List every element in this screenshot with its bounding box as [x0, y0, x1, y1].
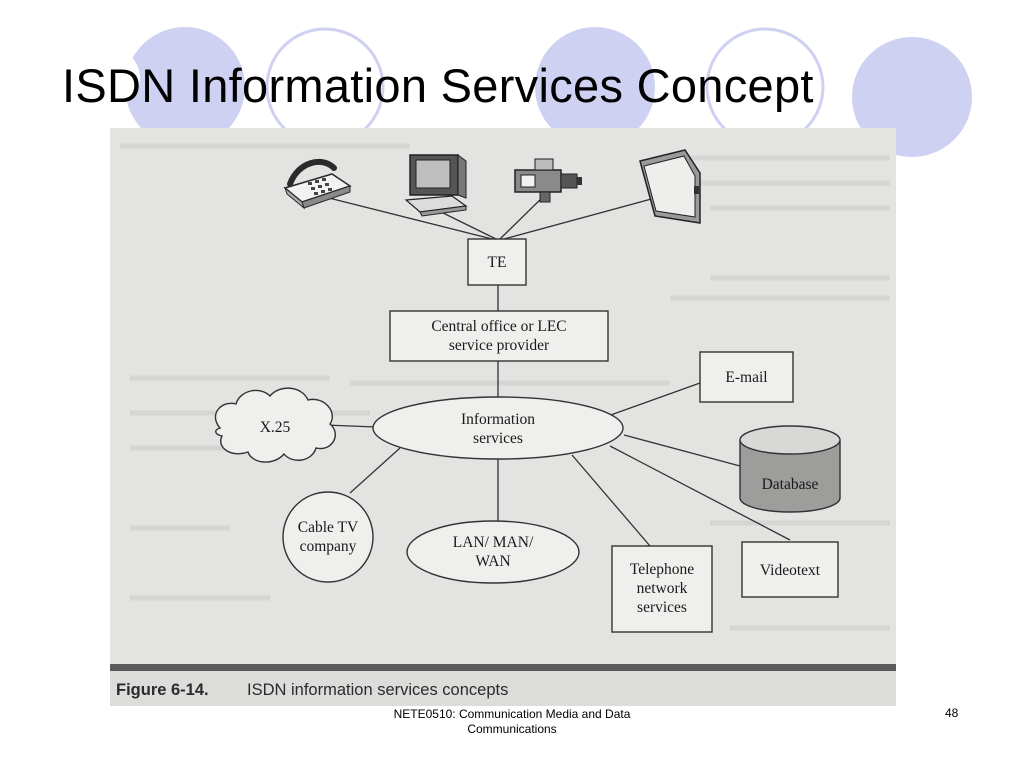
video-camera-icon — [514, 158, 582, 203]
telephone-icon — [283, 158, 352, 210]
figure-caption-text: ISDN information services concepts — [247, 681, 509, 699]
figure-caption: Figure 6-14. ISDN information services c… — [110, 664, 896, 706]
central-office-box — [389, 310, 609, 362]
x25-label: X.25 — [259, 419, 291, 436]
figure-caption-number: Figure 6-14. — [116, 681, 209, 699]
diagram-graphic — [120, 143, 890, 633]
telephone-network-box — [611, 545, 713, 633]
figure-scan: TE Central office or LEC service provide… — [110, 128, 896, 706]
slide-title: ISDN Information Services Concept — [62, 59, 814, 112]
television-icon — [639, 149, 701, 224]
lan-man-wan-label: LAN/ MAN/ WAN — [452, 534, 534, 570]
te-box — [467, 238, 527, 286]
page-number: 48 — [945, 706, 959, 720]
lan-man-wan-ellipse — [406, 520, 580, 584]
information-services-label: Information services — [460, 411, 536, 447]
database-cylinder — [739, 425, 841, 513]
videotext-label: Videotext — [759, 562, 821, 579]
database-label: Database — [761, 476, 819, 493]
videotext-box — [741, 541, 839, 598]
cable-tv-circle — [282, 491, 374, 583]
central-office-label: Central office or LEC service provider — [431, 318, 567, 354]
slide-footer: NETE0510: Communication Media and Data C… — [393, 707, 631, 736]
telephone-network-label: Telephone network services — [629, 561, 695, 616]
email-label: E-mail — [725, 369, 768, 386]
email-box — [699, 351, 794, 403]
x25-cloud — [214, 387, 336, 463]
te-label: TE — [487, 254, 507, 271]
computer-terminal-icon — [404, 154, 468, 217]
cable-tv-label: Cable TV company — [297, 519, 359, 555]
information-services-ellipse — [372, 396, 624, 460]
